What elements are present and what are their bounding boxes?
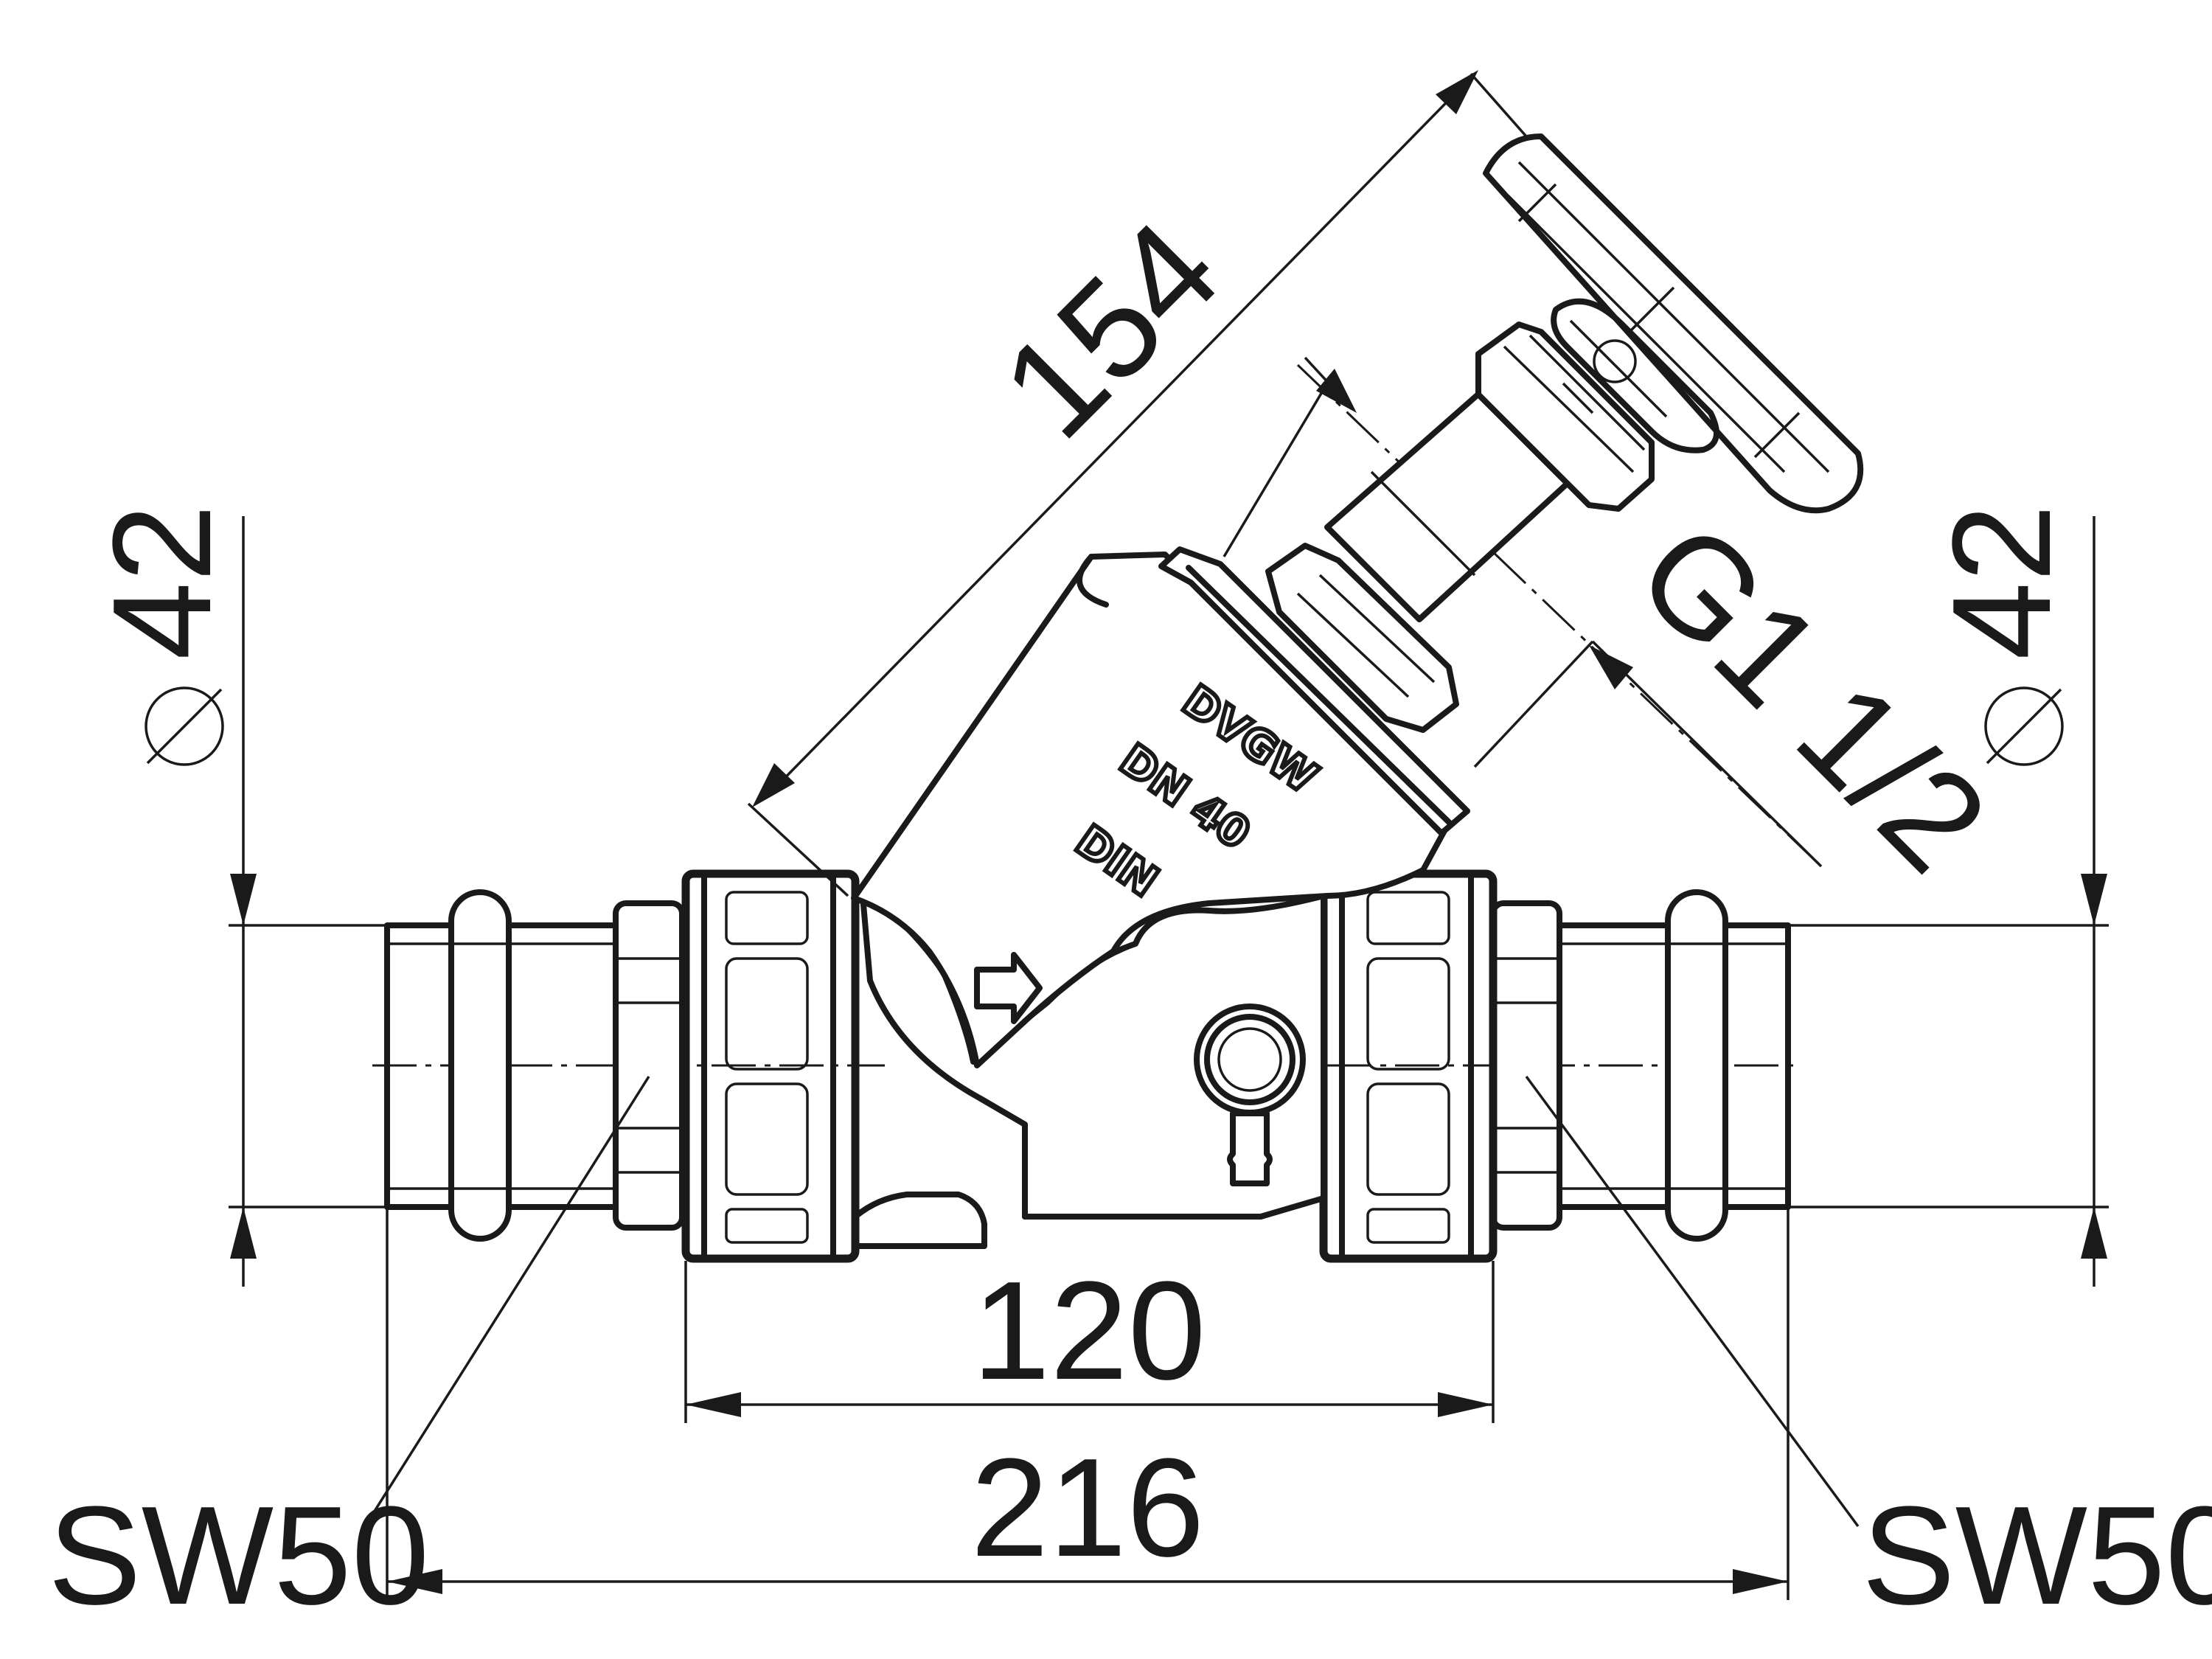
dim-union-width: 120 — [684, 1253, 1495, 1423]
diameter-symbol-icon — [1984, 686, 2064, 766]
dim-diameter-right-label: 42 — [1924, 504, 2080, 660]
dim-wrench-left: SW50 — [48, 1076, 650, 1634]
dim-diameter-right: 42 — [1788, 504, 2109, 1287]
dim-wrench-right-label: SW50 — [1862, 1478, 2212, 1634]
drain-port — [1194, 1004, 1306, 1186]
dim-stem-length-label: 154 — [973, 192, 1248, 467]
left-union-nut — [681, 869, 860, 1263]
handwheel — [1483, 133, 1864, 514]
dim-diameter-left: 42 — [84, 504, 387, 1287]
gland-nut — [1475, 321, 1655, 512]
dim-overall-length: 216 — [386, 1209, 1790, 1600]
dim-wrench-left-label: SW50 — [48, 1478, 429, 1634]
valve-body — [851, 552, 1448, 1249]
diameter-symbol-icon — [145, 686, 224, 766]
right-hex-nut — [1490, 900, 1562, 1231]
dim-union-width-label: 120 — [972, 1253, 1206, 1409]
bonnet-collar — [1158, 546, 1470, 836]
packing-nut — [1265, 543, 1459, 733]
flow-direction-arrow-icon — [974, 952, 1043, 1024]
dim-diameter-left-label: 42 — [84, 504, 240, 660]
dim-wrench-right: SW50 — [1525, 1075, 2212, 1634]
dim-overall-length-label: 216 — [970, 1430, 1204, 1586]
left-press-fitting — [384, 889, 619, 1242]
left-hex-nut — [613, 900, 685, 1231]
